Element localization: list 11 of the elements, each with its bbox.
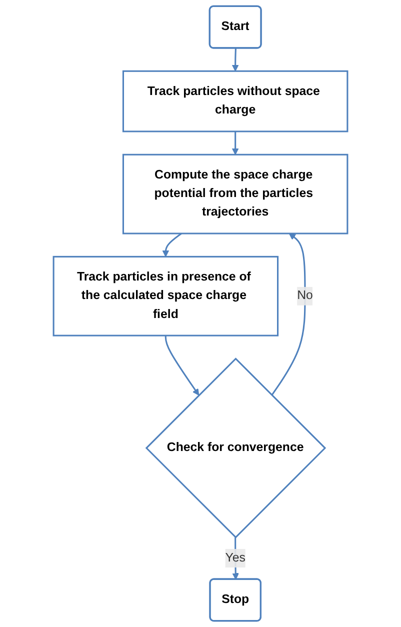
arrow (232, 48, 239, 72)
node-box: Track particles in presence of the calculated space charge field (52, 256, 279, 336)
arrow (162, 232, 182, 257)
node-box: Track particles without space charge (122, 70, 348, 132)
edge-label: Yes (225, 551, 246, 564)
arrow (164, 336, 200, 396)
edge-label: No (297, 289, 313, 302)
arrow (232, 131, 239, 155)
node-box: Compute the space charge potential from the particles trajectories (122, 154, 348, 234)
node-diamond: Check for convergence (145, 358, 326, 538)
arrow (271, 233, 306, 396)
